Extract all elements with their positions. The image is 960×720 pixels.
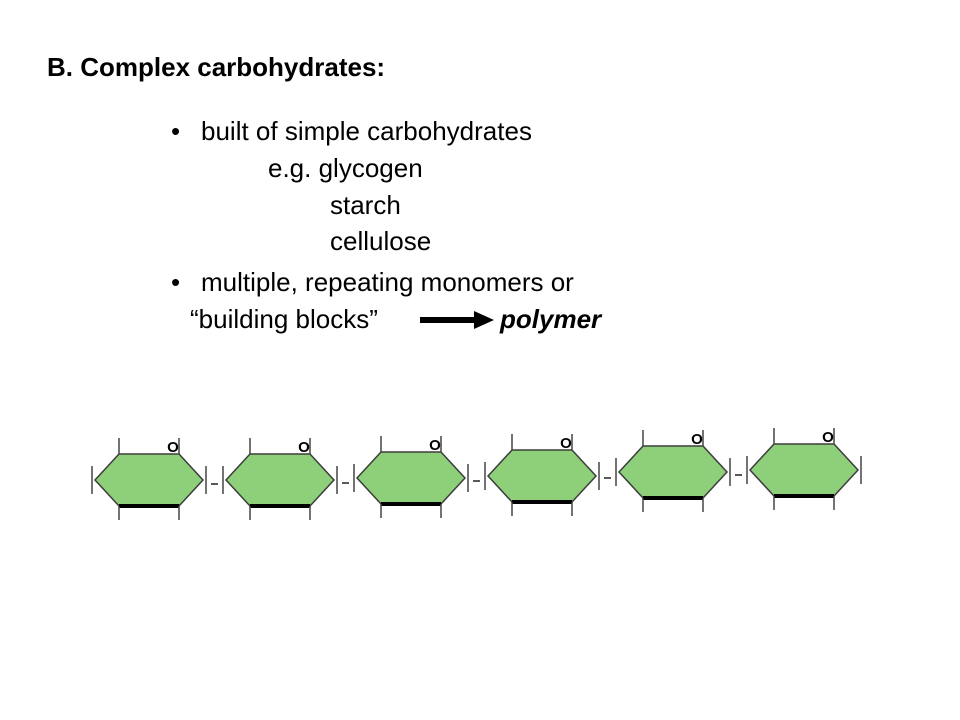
bullet-text: built of simple carbohydrates [201,116,532,146]
polymer-label: polymer [500,304,602,334]
sugar-ring: O [615,430,731,512]
ring-hexagon [748,443,860,497]
ring-hexagon [355,451,467,505]
bullet-text: multiple, repeating monomers or [201,267,574,297]
bullet-2: • multiple, repeating monomers or [171,265,574,299]
example-glycogen: e.g. glycogen [268,153,423,183]
ring-oxygen-label: O [298,439,310,456]
ring-oxygen-label: O [167,439,179,456]
bullet-dot: • [171,116,181,146]
example-cellulose: cellulose [330,226,432,256]
sugar-ring: O [746,428,862,510]
bullet-dot: • [171,267,181,297]
ring-hexagon [224,453,336,507]
ring-hexagon [486,449,598,503]
ring-oxygen-label: O [429,437,441,454]
building-blocks-text: “building blocks” [190,304,378,334]
ring-hexagon [93,453,205,507]
ring-oxygen-label: O [691,431,703,448]
ring-hexagon [617,445,729,499]
ring-oxygen-label: O [560,435,572,452]
slide-title: B. Complex carbohydrates: [47,52,386,82]
sugar-ring: O [91,438,207,520]
example-starch: starch [330,190,401,220]
sugar-ring: O [484,434,600,516]
right-arrow-icon [420,311,494,329]
sugar-ring: O [353,436,469,518]
ring-oxygen-label: O [822,429,834,446]
sugar-ring: O [222,438,338,520]
bullet-1: • built of simple carbohydrates [171,114,532,148]
